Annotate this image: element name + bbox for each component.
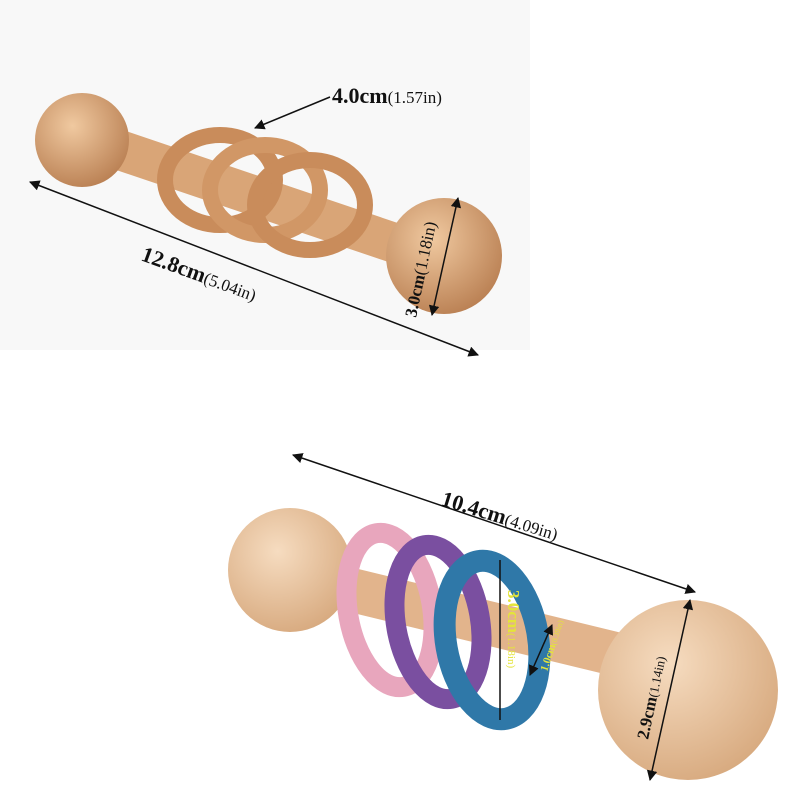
dimension-lines-2 xyxy=(292,453,696,782)
dimension-lines-1 xyxy=(29,96,479,357)
ring-size-label-2: 3.0cm(1.18in) xyxy=(504,590,523,668)
wooden-rattle-2 xyxy=(228,508,778,780)
ring-size-label-1: 4.0cm(1.57in) xyxy=(332,83,442,108)
length-label-2: 10.4cm(4.09in) xyxy=(439,486,562,545)
